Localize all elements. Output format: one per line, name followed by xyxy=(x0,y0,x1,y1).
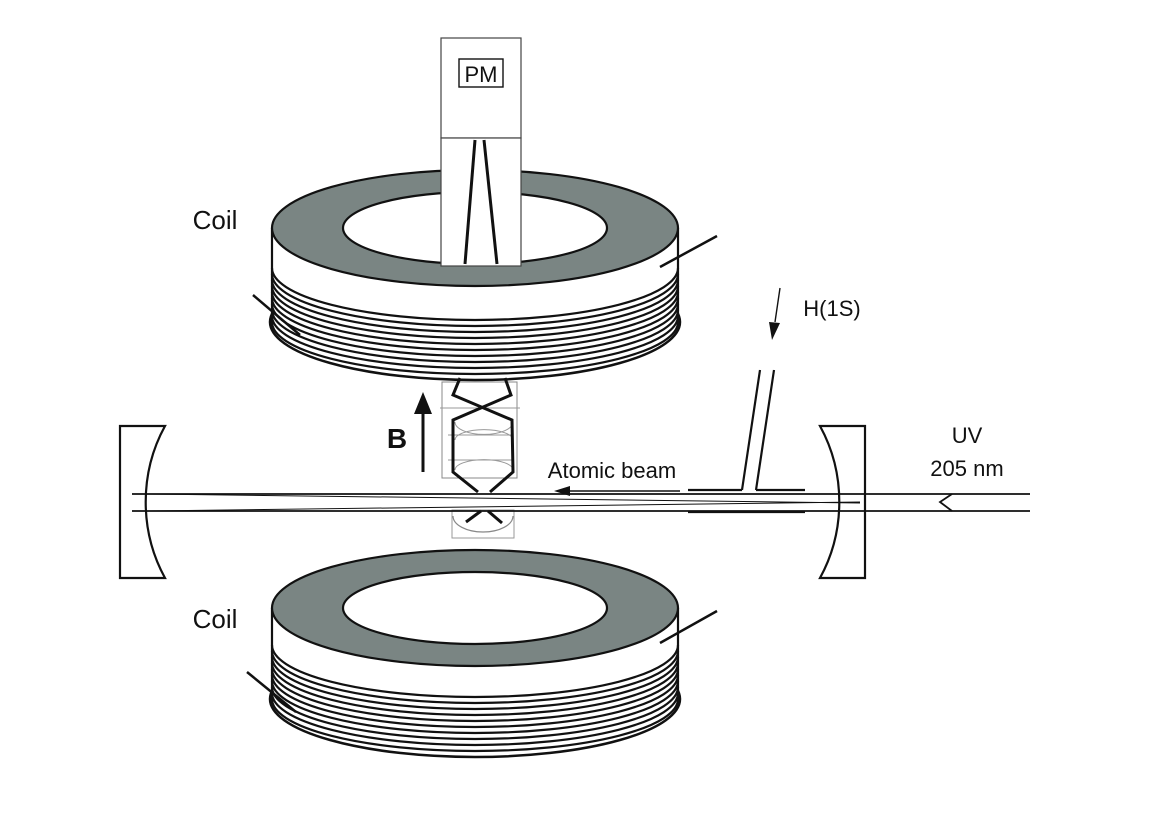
coil-top-face xyxy=(270,168,680,288)
atomic-beam-label: Atomic beam xyxy=(548,458,676,483)
pm-label-box xyxy=(458,58,504,88)
h1s-label: H(1S) xyxy=(803,296,860,321)
h1s-arrow xyxy=(769,287,781,340)
coil-bottom-lead-right xyxy=(659,609,718,645)
coil-top-lead-left xyxy=(252,294,301,336)
uv-wavelength-label: 205 nm xyxy=(930,456,1003,481)
b-field-arrow xyxy=(414,392,432,472)
coil-top-label: Coil xyxy=(193,205,238,235)
atomic-beam-nozzle xyxy=(688,369,805,514)
b-field-label: B xyxy=(387,423,407,454)
uv-laser-beam xyxy=(132,493,1030,512)
light-guide xyxy=(440,137,522,267)
uv-label: UV xyxy=(952,423,983,448)
atomic-beam-arrow xyxy=(554,486,680,496)
coil-top-lead-right xyxy=(659,234,718,269)
cavity-mirror-left xyxy=(118,424,167,580)
coil-bottom-face xyxy=(270,548,680,668)
coil-top xyxy=(252,168,718,382)
coil-top-windings xyxy=(270,228,680,376)
photomultiplier: PM xyxy=(440,37,522,139)
detection-optics xyxy=(440,377,520,539)
coil-bottom xyxy=(246,548,718,759)
pm-label: PM xyxy=(465,62,498,87)
coil-bottom-lead-left xyxy=(246,671,297,713)
coil-bottom-label: Coil xyxy=(193,604,238,634)
